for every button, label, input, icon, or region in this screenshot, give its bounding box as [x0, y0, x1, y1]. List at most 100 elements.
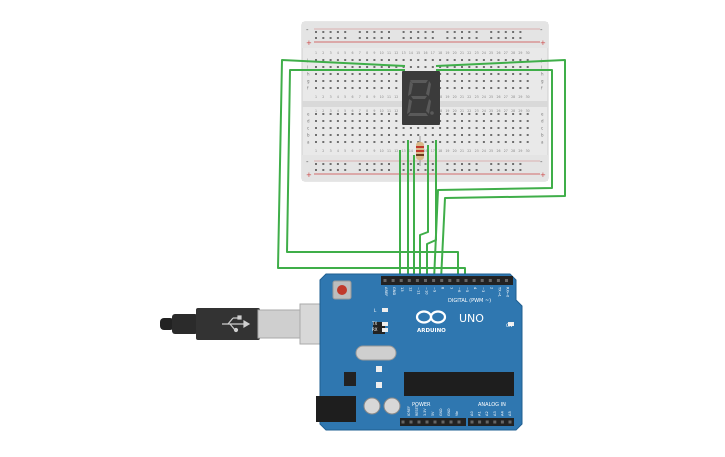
breadboard-hole[interactable]: [453, 87, 456, 89]
breadboard-hole[interactable]: [336, 80, 339, 82]
breadboard-hole[interactable]: [380, 66, 383, 68]
digital-pin-hole[interactable]: [383, 279, 387, 282]
rail-hole[interactable]: [453, 169, 456, 171]
rail-hole[interactable]: [519, 169, 522, 171]
breadboard-hole[interactable]: [395, 141, 398, 143]
breadboard-hole[interactable]: [322, 73, 325, 75]
wire-seg-5[interactable]: [426, 140, 437, 280]
breadboard-hole[interactable]: [336, 120, 339, 122]
breadboard-hole[interactable]: [424, 134, 427, 136]
breadboard-hole[interactable]: [439, 134, 442, 136]
breadboard-hole[interactable]: [315, 134, 317, 136]
rail-hole[interactable]: [431, 31, 434, 33]
rail-hole[interactable]: [504, 31, 507, 33]
rail-hole[interactable]: [512, 163, 515, 165]
rail-hole[interactable]: [417, 31, 420, 33]
breadboard-hole[interactable]: [409, 141, 412, 143]
power-pin-hole[interactable]: [401, 420, 405, 424]
rail-hole[interactable]: [512, 31, 515, 33]
breadboard-hole[interactable]: [388, 141, 390, 143]
rail-hole[interactable]: [344, 163, 347, 165]
breadboard-hole[interactable]: [461, 127, 463, 129]
breadboard-hole[interactable]: [344, 134, 347, 136]
breadboard-hole[interactable]: [519, 87, 522, 89]
power-pin-hole[interactable]: [425, 420, 429, 424]
rail-hole[interactable]: [519, 37, 522, 39]
rail-hole[interactable]: [402, 169, 405, 171]
breadboard-hole[interactable]: [526, 80, 529, 82]
breadboard-hole[interactable]: [380, 127, 383, 129]
breadboard-hole[interactable]: [446, 113, 449, 115]
power-pin-hole[interactable]: [417, 420, 421, 424]
breadboard-hole[interactable]: [512, 127, 515, 129]
breadboard-hole[interactable]: [453, 141, 456, 143]
rail-hole[interactable]: [461, 31, 463, 33]
rail-hole[interactable]: [424, 31, 427, 33]
breadboard-hole[interactable]: [322, 80, 325, 82]
rail-hole[interactable]: [504, 163, 507, 165]
wires[interactable]: [277, 59, 566, 281]
rail-hole[interactable]: [475, 169, 478, 171]
rail-hole[interactable]: [431, 169, 434, 171]
breadboard-hole[interactable]: [453, 73, 456, 75]
rail-hole[interactable]: [446, 37, 449, 39]
digital-pin-hole[interactable]: [391, 279, 395, 282]
rail-hole[interactable]: [512, 37, 515, 39]
breadboard-hole[interactable]: [446, 73, 449, 75]
breadboard-hole[interactable]: [439, 80, 442, 82]
breadboard-hole[interactable]: [329, 141, 332, 143]
analog-pin-hole[interactable]: [485, 420, 489, 424]
breadboard-hole[interactable]: [475, 80, 478, 82]
breadboard-hole[interactable]: [504, 73, 507, 75]
rail-hole[interactable]: [388, 169, 390, 171]
rail-hole[interactable]: [358, 31, 361, 33]
breadboard-hole[interactable]: [315, 141, 317, 143]
breadboard-hole[interactable]: [329, 127, 332, 129]
breadboard-hole[interactable]: [446, 59, 449, 61]
breadboard-hole[interactable]: [490, 87, 493, 89]
breadboard-hole[interactable]: [519, 141, 522, 143]
rail-hole[interactable]: [344, 37, 347, 39]
breadboard-hole[interactable]: [461, 66, 463, 68]
rail-hole[interactable]: [336, 163, 339, 165]
rail-hole[interactable]: [358, 169, 361, 171]
breadboard-hole[interactable]: [315, 59, 317, 61]
breadboard-hole[interactable]: [322, 141, 325, 143]
rail-hole[interactable]: [417, 169, 420, 171]
breadboard-hole[interactable]: [468, 87, 471, 89]
breadboard-hole[interactable]: [439, 87, 442, 89]
breadboard-hole[interactable]: [329, 87, 332, 89]
breadboard-hole[interactable]: [351, 141, 354, 143]
breadboard-hole[interactable]: [409, 134, 412, 136]
breadboard-hole[interactable]: [351, 134, 354, 136]
breadboard-hole[interactable]: [468, 73, 471, 75]
rail-hole[interactable]: [329, 163, 332, 165]
breadboard-hole[interactable]: [315, 80, 317, 82]
breadboard-hole[interactable]: [329, 134, 332, 136]
power-pin-hole[interactable]: [457, 420, 461, 424]
breadboard-hole[interactable]: [424, 127, 427, 129]
breadboard-hole[interactable]: [490, 120, 493, 122]
breadboard-hole[interactable]: [519, 73, 522, 75]
breadboard-hole[interactable]: [482, 141, 485, 143]
rail-hole[interactable]: [490, 163, 493, 165]
breadboard-hole[interactable]: [526, 134, 529, 136]
breadboard-hole[interactable]: [504, 80, 507, 82]
power-pin-hole[interactable]: [449, 420, 453, 424]
reset-button-cap[interactable]: [337, 285, 347, 295]
breadboard-hole[interactable]: [482, 120, 485, 122]
breadboard-hole[interactable]: [395, 66, 398, 68]
rail-hole[interactable]: [504, 37, 507, 39]
breadboard-hole[interactable]: [329, 80, 332, 82]
breadboard-hole[interactable]: [512, 113, 515, 115]
breadboard-hole[interactable]: [395, 113, 398, 115]
breadboard-hole[interactable]: [512, 134, 515, 136]
rail-hole[interactable]: [388, 163, 390, 165]
rail-hole[interactable]: [329, 169, 332, 171]
rail-hole[interactable]: [373, 163, 376, 165]
breadboard-hole[interactable]: [417, 134, 420, 136]
arduino-uno-board[interactable]: ARDUINO UNO ON L TX RX DIGITAL (PWM ~) P…: [316, 273, 523, 431]
breadboard-hole[interactable]: [336, 73, 339, 75]
breadboard-holes[interactable]: [315, 31, 529, 171]
breadboard-hole[interactable]: [482, 66, 485, 68]
